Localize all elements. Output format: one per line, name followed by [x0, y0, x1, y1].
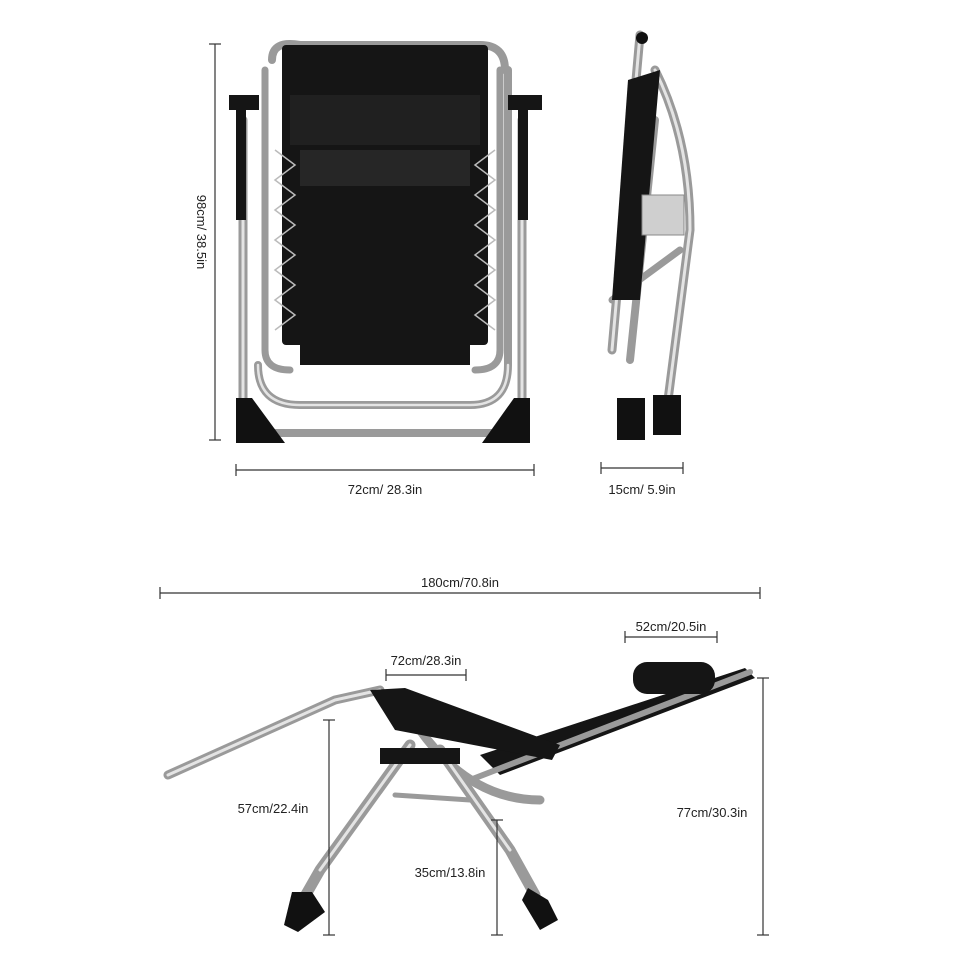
front-height-label: 98cm/ 38.5in	[194, 195, 209, 269]
leg-height-label: 35cm/13.8in	[415, 865, 486, 880]
front-width-label: 72cm/ 28.3in	[348, 482, 422, 497]
seat-height-label: 57cm/22.4in	[238, 801, 309, 816]
side-depth-dimension: 15cm/ 5.9in	[600, 462, 684, 497]
side-depth-label: 15cm/ 5.9in	[608, 482, 675, 497]
reclined-length-dimension: 180cm/70.8in	[159, 575, 761, 599]
front-view-chair	[229, 40, 542, 443]
reclined-length-label: 180cm/70.8in	[421, 575, 499, 590]
headrest-height-dimension: 77cm/30.3in	[677, 677, 769, 936]
headrest-length-dimension: 52cm/20.5in	[624, 619, 718, 643]
side-view-chair	[607, 30, 695, 440]
armrest-length-dimension: 72cm/28.3in	[385, 653, 467, 681]
front-width-dimension: 72cm/ 28.3in	[235, 464, 535, 497]
headrest-length-label: 52cm/20.5in	[636, 619, 707, 634]
seat-height-dimension: 57cm/22.4in	[238, 719, 335, 936]
reclined-view-chair	[163, 662, 755, 932]
front-height-dimension: 98cm/ 38.5in	[194, 43, 221, 441]
headrest-height-label: 77cm/30.3in	[677, 805, 748, 820]
armrest-length-label: 72cm/28.3in	[391, 653, 462, 668]
leg-height-dimension: 35cm/13.8in	[415, 819, 503, 936]
